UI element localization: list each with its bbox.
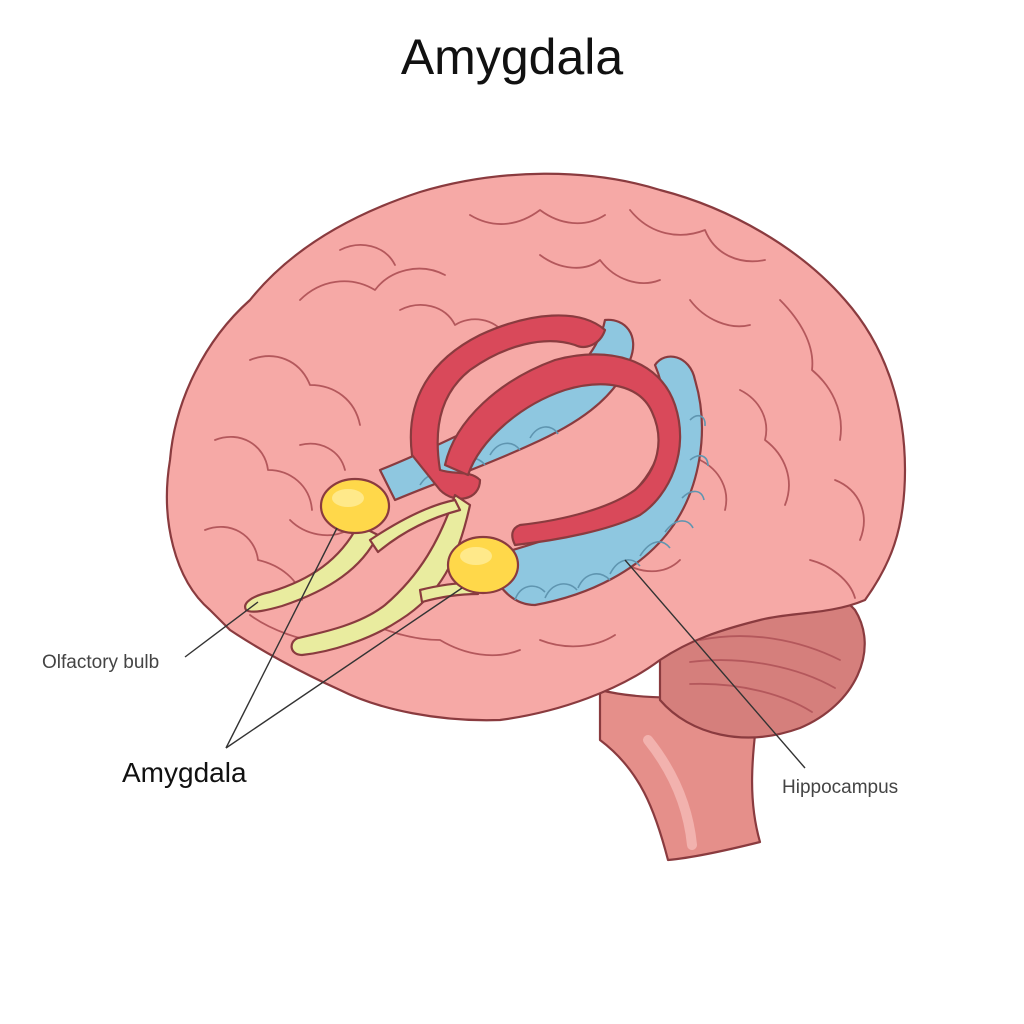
leader-lines bbox=[184, 527, 806, 769]
limbic-structures bbox=[244, 314, 709, 657]
leader-amygdala-left bbox=[225, 527, 338, 749]
leader-amygdala-right bbox=[225, 587, 463, 749]
leader-olfactory-bulb bbox=[184, 601, 259, 658]
cerebellum-folia bbox=[689, 635, 841, 713]
label-olfactory-bulb: Olfactory bulb bbox=[42, 652, 159, 673]
amygdala-right-highlight bbox=[460, 547, 492, 565]
amygdala-left-highlight bbox=[332, 489, 364, 507]
amygdala-right bbox=[446, 535, 520, 595]
label-hippocampus: Hippocampus bbox=[782, 777, 898, 798]
cerebrum bbox=[165, 172, 907, 722]
diagram-title: Amygdala bbox=[401, 29, 624, 85]
label-amygdala: Amygdala bbox=[122, 757, 247, 788]
cortex-gyri bbox=[204, 209, 865, 657]
olfactory-tract-connector bbox=[368, 498, 462, 554]
brainstem-highlight bbox=[643, 735, 697, 850]
fornix bbox=[409, 314, 607, 500]
fornix-lower-arc bbox=[443, 353, 682, 547]
leader-hippocampus bbox=[624, 559, 806, 769]
olfactory-tract-left bbox=[244, 523, 380, 613]
